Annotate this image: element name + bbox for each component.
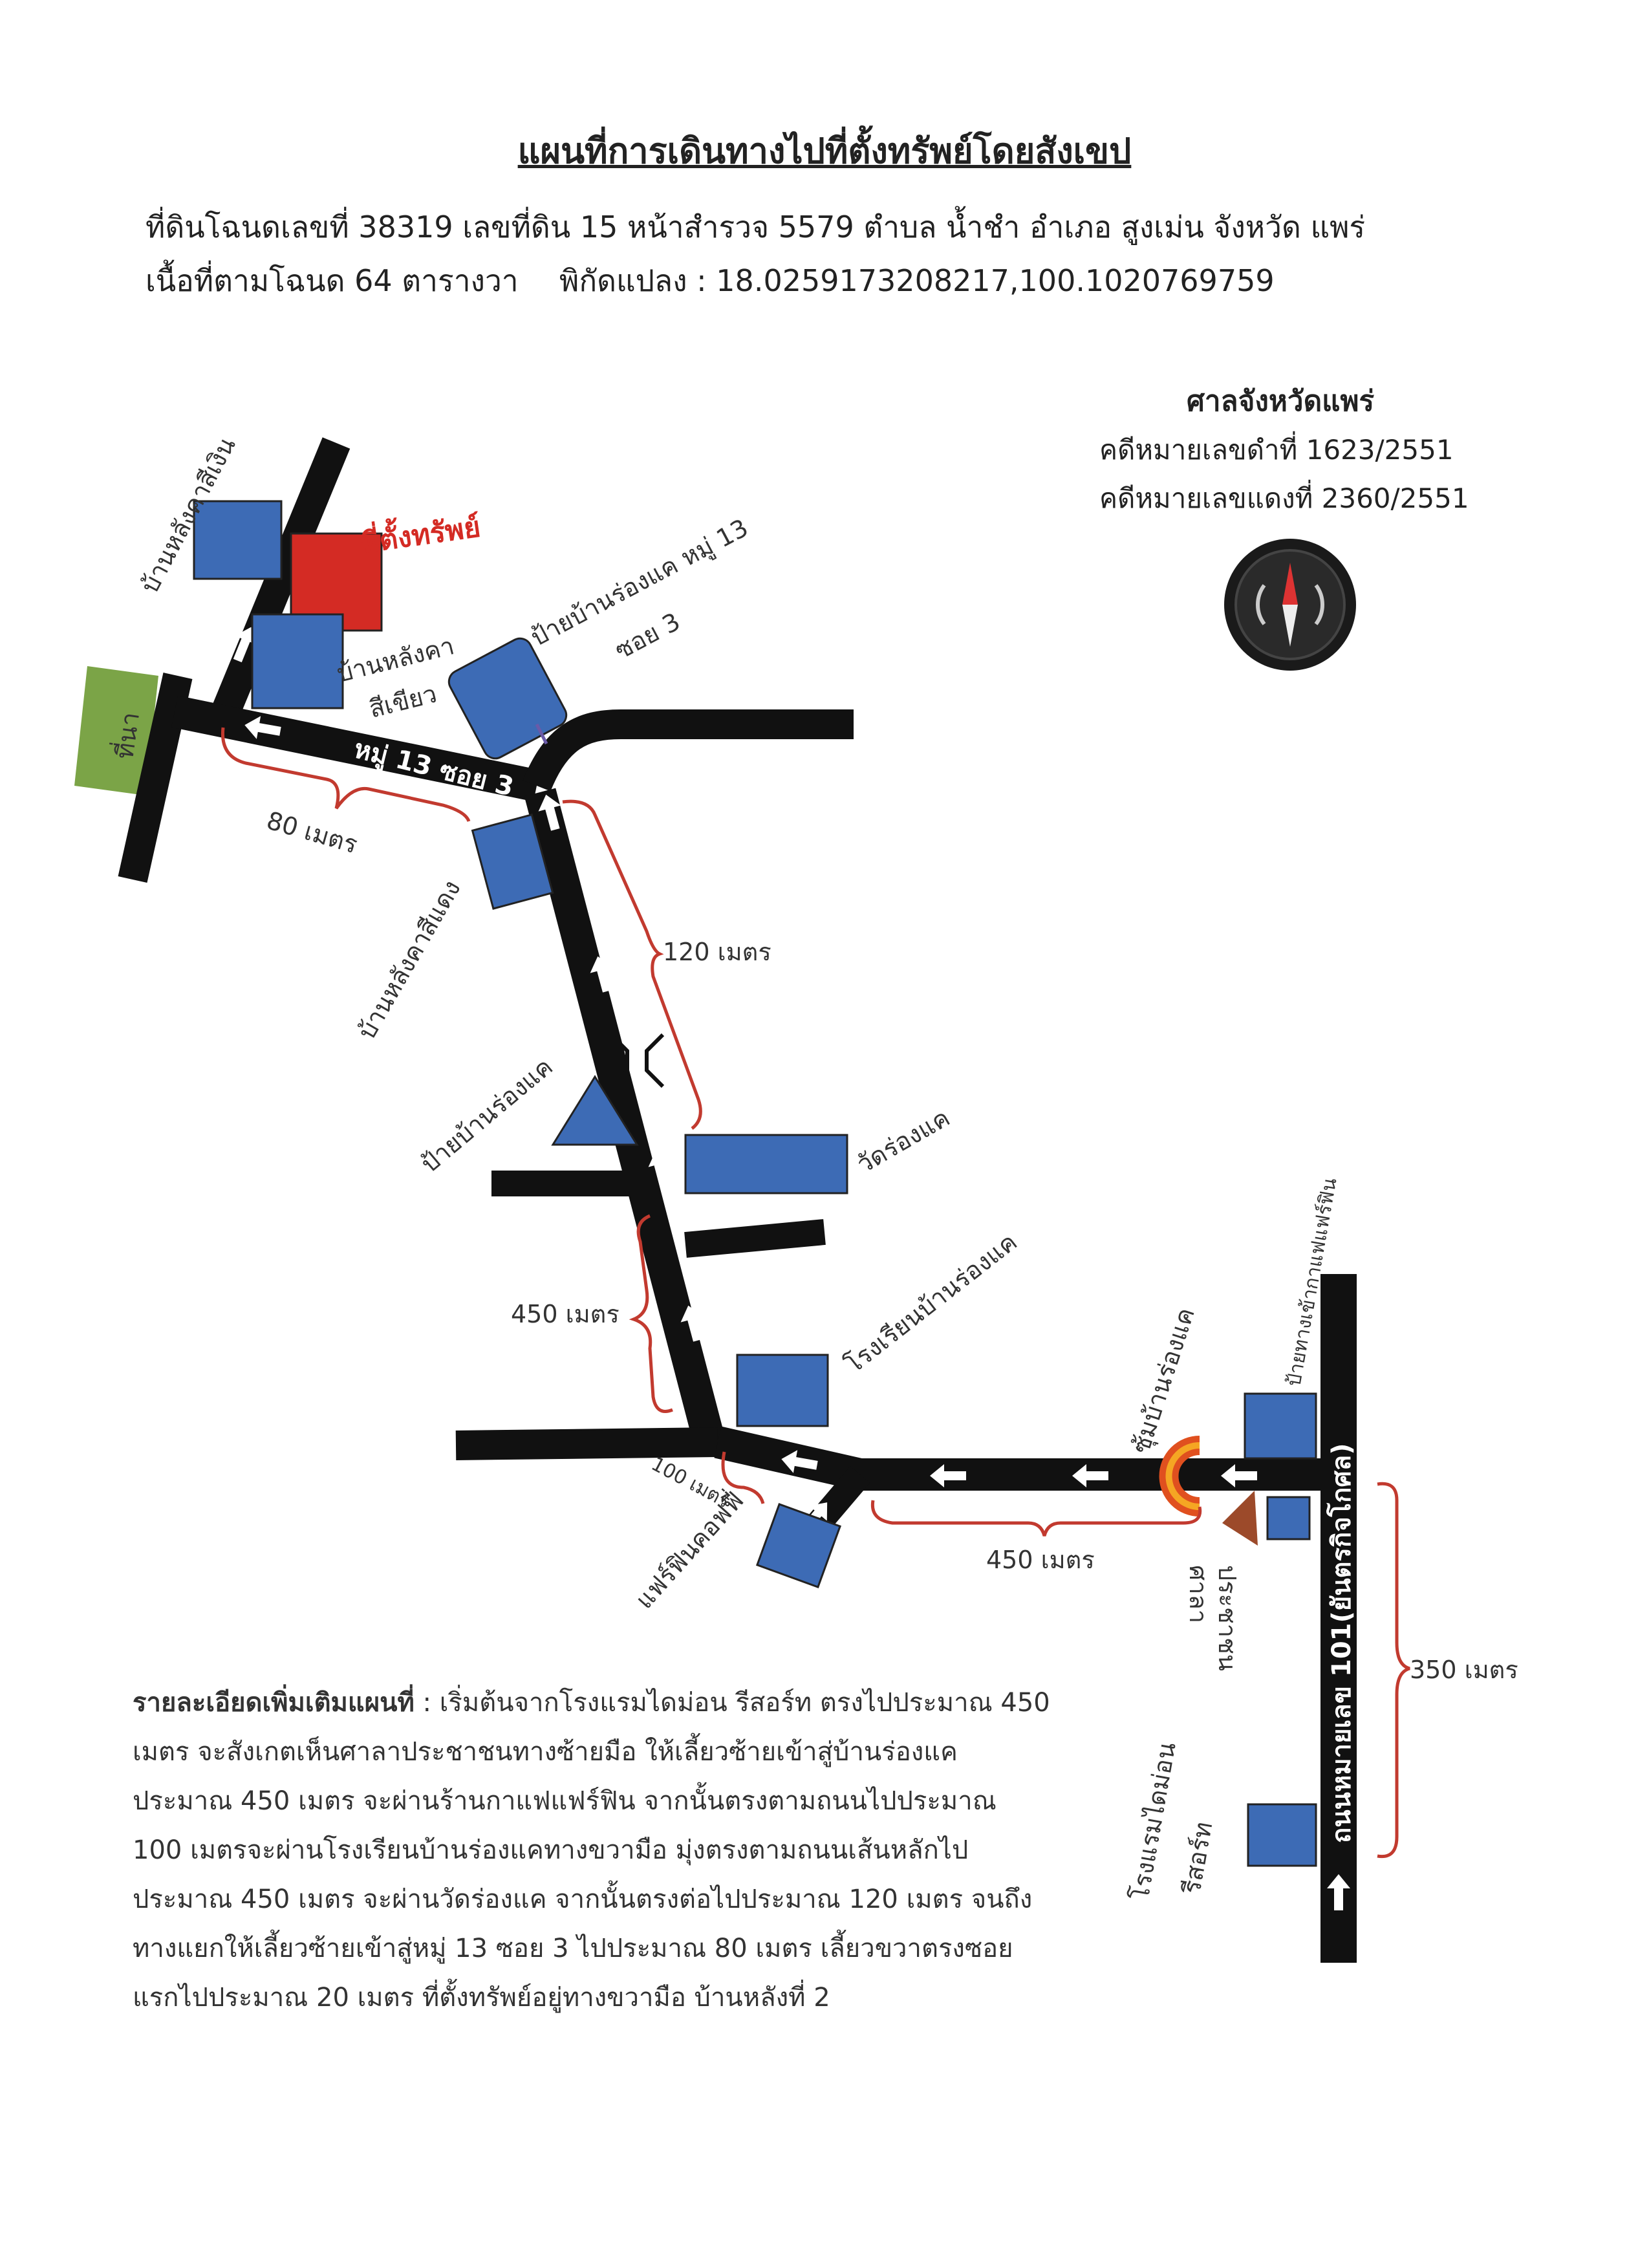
triangle-sign-icon: [551, 1075, 639, 1146]
sala-label-1: ศาลา: [1184, 1565, 1212, 1623]
house-silver-roof: [193, 500, 283, 580]
moo13-sign: [447, 637, 568, 760]
area-info: เนื้อที่ตามโฉนด 64 ตารางวา: [146, 263, 519, 298]
hotel-building: [1247, 1803, 1317, 1867]
route-details: รายละเอียดเพิ่มเติมแผนที่ : เริ่มต้นจากโ…: [133, 1678, 1051, 2022]
page-title: แผนที่การเดินทางไปที่ตั้งทรัพย์โดยสังเขป: [517, 131, 1132, 171]
village-sign-label: ป้ายบ้านร่องแค: [416, 1052, 558, 1178]
coordinates: พิกัดแปลง : 18.0259173208217,100.1020769…: [559, 263, 1275, 298]
sala-building: [1266, 1496, 1311, 1540]
distance-80-label: 80 เมตร: [264, 806, 361, 859]
black-case-number: คดีหมายเลขดำที่ 1623/2551: [1099, 434, 1454, 466]
sign-pole: [535, 723, 548, 745]
court-name: ศาลจังหวัดแพร่: [1187, 385, 1375, 418]
house-red-roof: [471, 813, 554, 910]
house-red-roof-label: บ้านหลังคาสีแดง: [352, 875, 466, 1044]
cafe-sign-building: [1244, 1392, 1317, 1460]
hotel-label-1: โรงแรมไดม่อน: [1126, 1740, 1181, 1903]
details-text: : เริ่มต้นจากโรงแรมไดม่อน รีสอร์ท ตรงไปป…: [133, 1688, 1050, 2013]
distance-450-b-label: 450 เมตร: [986, 1546, 1095, 1574]
rice-field: ที่นา: [74, 666, 158, 795]
roads: [118, 437, 1357, 1963]
hotel-label-2: รีสอร์ท: [1177, 1820, 1218, 1896]
distance-450-a-label: 450 เมตร: [511, 1300, 620, 1328]
distance-120-label: 120 เมตร: [663, 938, 771, 966]
distance-brackets: [221, 727, 1410, 1859]
highway-label: ถนนหมายเลข 101(ยันตรกิจโกศล): [1326, 1443, 1357, 1843]
arch-label: ซุ้มบ้านร่องแค: [1126, 1304, 1201, 1457]
house-green-roof-label-1: บ้านหลังคา: [334, 631, 457, 687]
moo13-sign-label-2: ซอย 3: [610, 607, 685, 665]
sala-label-2: ประชาชน: [1213, 1565, 1242, 1671]
house-green-roof-label-2: สีเขียว: [367, 679, 440, 723]
property-label: ที่ตั้งทรัพย์: [358, 506, 482, 560]
arch-icon: [1159, 1436, 1200, 1517]
cafe-building: [755, 1502, 842, 1589]
deed-info: ที่ดินโฉนดเลขที่ 38319 เลขที่ดิน 15 หน้า…: [146, 210, 1366, 244]
temple-label: วัดร่องแค: [852, 1103, 955, 1179]
compass-icon: [1224, 539, 1356, 671]
bridge-marker: [609, 1033, 665, 1088]
buildings: [193, 500, 1317, 1867]
details-lead: รายละเอียดเพิ่มเติมแผนที่: [133, 1688, 415, 1718]
distance-350-label: 350 เมตร: [1410, 1656, 1518, 1684]
school-building: [736, 1354, 829, 1427]
sala-marker: [1222, 1491, 1258, 1546]
red-case-number: คดีหมายเลขแดงที่ 2360/2551: [1099, 482, 1469, 514]
cafe-label: แฟร์ฟินคอฟฟี่: [628, 1484, 749, 1614]
school-label: โรงเรียนบ้านร่องแค: [839, 1227, 1022, 1379]
house-green-roof: [251, 613, 344, 709]
temple-building: [684, 1134, 848, 1194]
